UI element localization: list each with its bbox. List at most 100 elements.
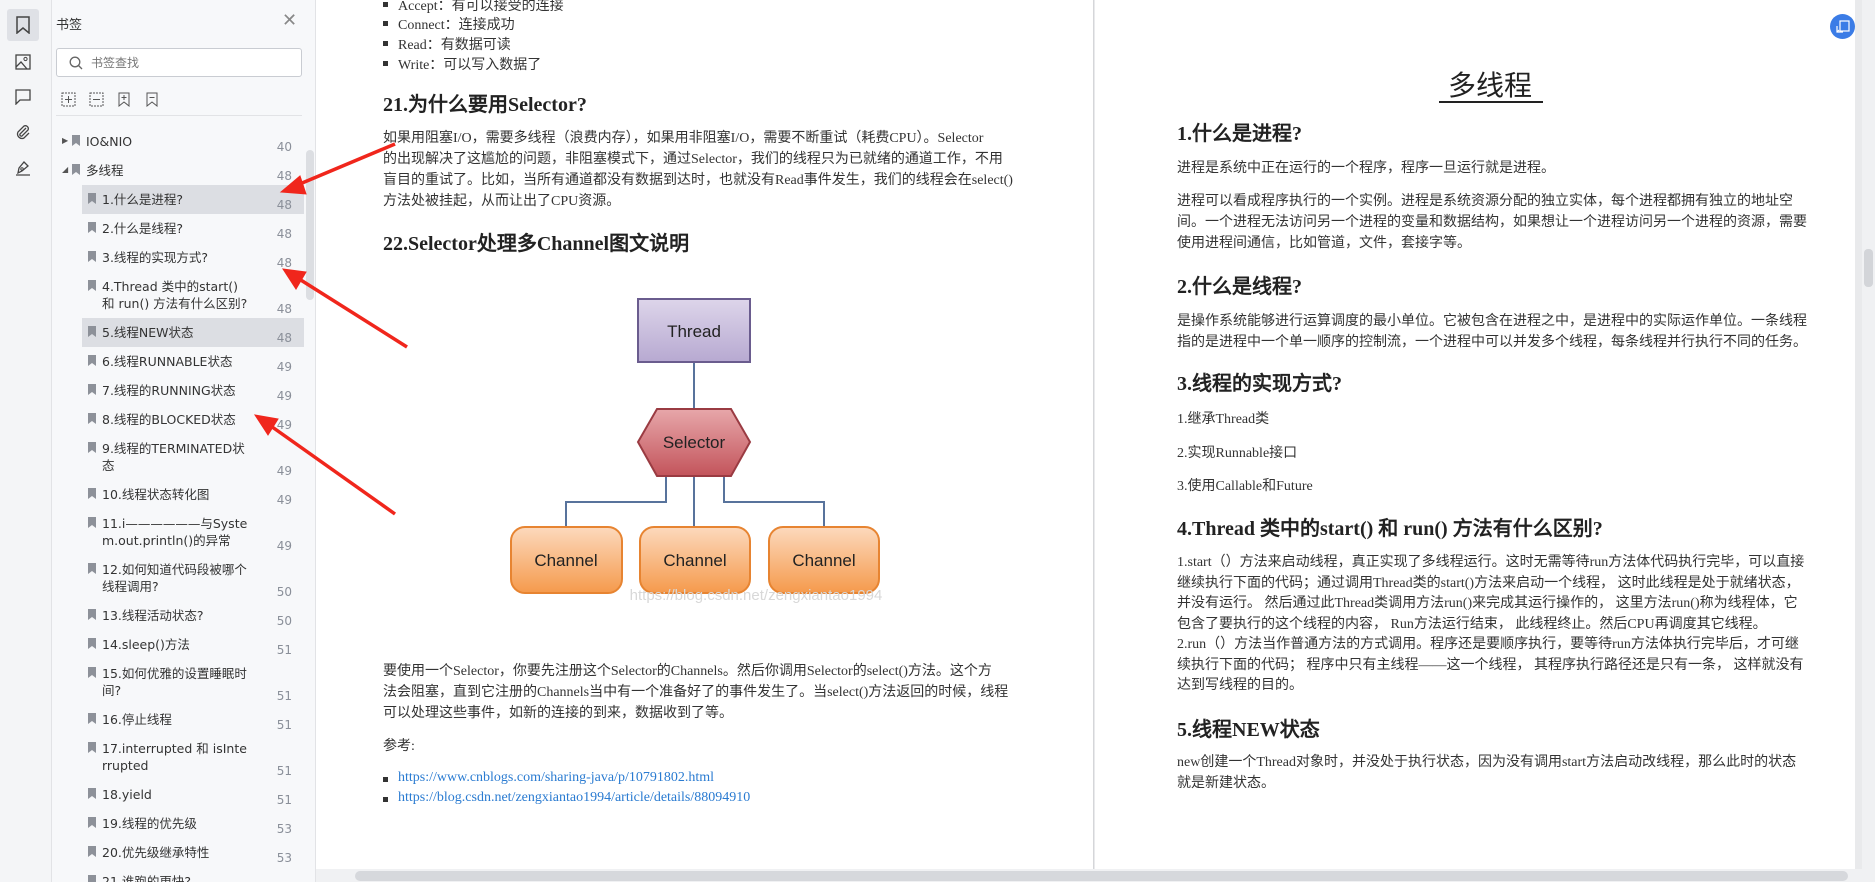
bookmark-item[interactable]: 15.如何优雅的设置睡眠时间?51 (52, 659, 304, 705)
bookmark-page-number: 51 (276, 764, 292, 778)
text-line: 指的是进程中一个单一顺序的控制流，一个进程中可以并发多个线程，每条线程并行执行不… (1177, 335, 1807, 350)
thread-box (637, 298, 751, 363)
reference-link[interactable]: https://www.cnblogs.com/sharing-java/p/1… (398, 770, 715, 785)
bookmark-page-number: 51 (276, 689, 292, 703)
text-line: 2.run（）方法当作普通方法的方式调用。程序还是要顺序执行，要等待run方法体… (1177, 637, 1799, 652)
bookmark-page-number: 50 (276, 585, 292, 599)
bookmark-label: 2.什么是线程? (102, 221, 184, 236)
list-item: Write：可以写入数据了 (382, 54, 541, 74)
remove-bookmark-button[interactable] (144, 90, 160, 108)
expand-toggle-icon[interactable]: ▶ (62, 136, 69, 145)
bookmark-label: 10.线程状态转化图 (102, 487, 210, 502)
bookmark-panel: 书签 ✕ ▶IO&NIO40◢多线程481.什么是进程?482.什么是线程?48… (52, 0, 316, 882)
channel-label: Channel (663, 551, 726, 570)
bookmark-label: 18.yield (102, 787, 152, 802)
bookmark-item[interactable]: 1.什么是进程?48 (82, 185, 304, 214)
bookmark-page-number: 48 (276, 302, 292, 316)
bookmark-panel-button[interactable] (7, 9, 39, 41)
bookmark-label: IO&NIO (86, 134, 133, 149)
comment-panel-button[interactable] (7, 81, 39, 113)
heading-21: 21.为什么要用Selector? (383, 94, 587, 116)
thumbnail-panel-button[interactable] (7, 46, 39, 78)
heading-5: 5.线程NEW状态 (1177, 719, 1320, 741)
reference-link[interactable]: https://blog.csdn.net/zengxiantao1994/ar… (398, 790, 751, 805)
bookmark-label: 1.什么是进程? (102, 192, 184, 207)
horizontal-scroll-thumb[interactable] (355, 871, 1848, 881)
bookmark-label: 14.sleep()方法 (102, 637, 190, 652)
bookmark-icon (88, 413, 96, 424)
panel-scrollbar[interactable] (306, 150, 314, 300)
bookmark-item[interactable]: 2.什么是线程?48 (52, 214, 304, 243)
bookmark-icon (88, 384, 96, 395)
text-line: 进程可以看成程序执行的一个实例。进程是系统资源分配的独立实体，每个进程都拥有独立… (1177, 194, 1793, 209)
bookmark-icon (88, 222, 96, 233)
text-line: 继续执行下面的代码；通过调用Thread类的start()方法来启动一个线程， … (1177, 575, 1800, 591)
bookmark-icon (16, 16, 30, 34)
heading-3: 3.线程的实现方式? (1177, 373, 1342, 395)
bookmark-icon (88, 563, 96, 574)
close-icon: ✕ (282, 10, 298, 31)
bookmark-label: 12.如何知道代码段被哪个线程调用? (102, 562, 247, 594)
convert-icon (1835, 19, 1850, 33)
add-bookmark-button[interactable] (116, 90, 132, 108)
diagram-connectors (565, 362, 825, 527)
collapse-toggle-icon[interactable]: ◢ (62, 165, 69, 174)
bookmark-search-input[interactable] (91, 55, 271, 70)
paragraph: 1.继承Thread类 (1177, 412, 1270, 427)
bookmark-page-number: 49 (276, 539, 292, 553)
bookmark-label: 5.线程NEW状态 (102, 325, 194, 340)
bookmark-search-box[interactable] (56, 48, 302, 77)
paragraph: 是操作系统能够进行运算调度的最小单位。它被包含在进程之中，是进程中的实际运作单位… (1177, 311, 1807, 353)
vertical-scroll-thumb[interactable] (1864, 249, 1873, 287)
list-item: Connect：连接成功 (383, 14, 515, 34)
bookmark-page-number: 50 (276, 614, 292, 628)
bookmark-icon (88, 875, 96, 882)
bookmark-label: 21.谁跑的更快? (102, 874, 192, 882)
list-item: Accept：有可以接受的连接 (383, 0, 564, 15)
bookmark-label: 16.停止线程 (102, 712, 172, 727)
heading-1: 1.什么是进程? (1177, 123, 1302, 145)
bookmark-item[interactable]: 12.如何知道代码段被哪个线程调用? 50 (52, 555, 304, 601)
heading-22: 22.Selector处理多Channel图文说明 (383, 233, 690, 255)
bookmark-item[interactable]: 13.线程活动状态?50 (52, 601, 304, 630)
close-panel-button[interactable]: ✕ (282, 12, 297, 30)
text-line: 达到写线程的目的。 (1177, 678, 1303, 693)
title-underline (1439, 101, 1543, 103)
paragraph: new创建一个Thread对象时，并没处于执行状态，因为没有调用start方法启… (1177, 752, 1796, 794)
text-line: 要使用一个Selector，你要先注册这个Selector的Channels。然… (383, 664, 992, 679)
bookmark-icon (88, 442, 96, 453)
channel-box (510, 526, 623, 594)
bookmark-label: 3.线程的实现方式? (102, 250, 209, 265)
expand-all-button[interactable] (60, 90, 76, 108)
bookmark-item[interactable]: 21.谁跑的更快? (52, 867, 304, 882)
bookmark-icon (88, 638, 96, 649)
bookmark-icon (88, 280, 96, 291)
text-line: 间。一个进程无法访问另一个进程的变量和数据结构，如果想让一个进程访问另一个进程的… (1177, 215, 1807, 230)
bookmark-item[interactable]: 4.Thread 类中的start() 和 run() 方法有什么区别?48 (52, 272, 304, 318)
paragraph: 3.使用Callable和Future (1177, 479, 1313, 494)
floating-action-button[interactable] (1830, 14, 1855, 39)
signature-panel-button[interactable] (7, 152, 39, 184)
attachment-panel-button[interactable] (7, 116, 39, 148)
bookmark-item[interactable]: 3.线程的实现方式?48 (52, 243, 304, 272)
vertical-scrollbar[interactable] (1862, 0, 1875, 869)
bookmark-icon (88, 846, 96, 857)
collapse-all-button[interactable] (88, 90, 104, 108)
text-line: 是操作系统能够进行运算调度的最小单位。它被包含在进程之中，是进程中的实际运作单位… (1177, 314, 1807, 329)
bookmark-page-number: 53 (276, 851, 292, 865)
